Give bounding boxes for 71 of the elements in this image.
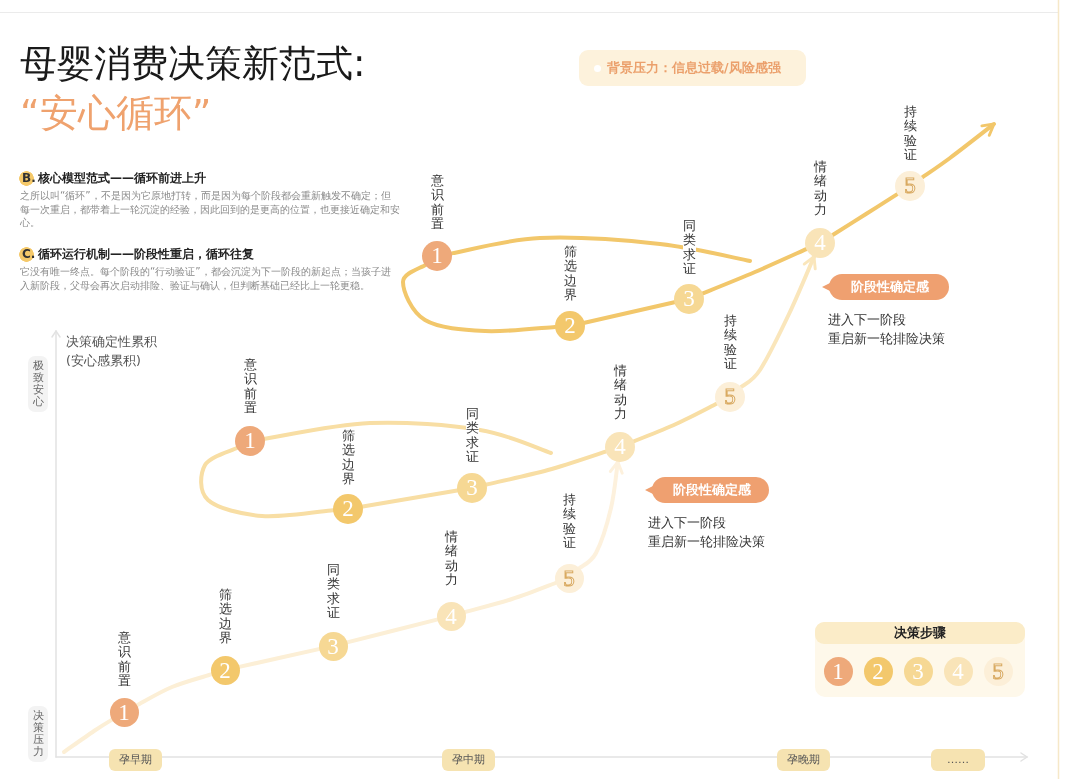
step-marker: 1 xyxy=(422,241,452,271)
step-marker: 3 xyxy=(674,284,704,314)
step-marker: 3 xyxy=(457,473,487,503)
spiral-line xyxy=(484,449,608,487)
step-marker: 4 xyxy=(605,432,635,462)
step-marker: 3 xyxy=(318,631,348,661)
legend-title: 决策步骤 xyxy=(815,622,1025,644)
step-label: 持续验证 xyxy=(903,105,917,163)
callout-note: 进入下一阶段 xyxy=(648,515,726,531)
step-label: 持续验证 xyxy=(723,314,737,372)
step-label: 意识前置 xyxy=(117,631,131,689)
section-letter: C. xyxy=(19,247,36,262)
step-label: 情绪动力 xyxy=(444,530,458,588)
subtitle: “安心循环” xyxy=(20,90,212,137)
step-label: 同类求证 xyxy=(326,563,340,621)
spiral-line xyxy=(345,617,439,645)
section-paragraph: 它没有唯一终点。每个阶段的“行动验证”，都会沉淀为下一阶段的新起点；当孩子进入新阶段，父母会再次启动排险、验证与确认，但判断基础已经比上一轮更稳。 xyxy=(20,265,392,292)
step-marker: 4 xyxy=(805,228,835,258)
legend-step-marker: 4 xyxy=(943,656,973,686)
step-marker: 1 xyxy=(109,697,139,727)
legend-step-marker: 5 xyxy=(983,656,1013,686)
spiral-arrow xyxy=(739,254,817,389)
axis-tag: 极致安心 xyxy=(28,356,48,413)
timeline-tag: 孕晚期 xyxy=(777,749,830,771)
step-marker: 5 xyxy=(715,382,745,412)
axis-title: 决策确定性累积(安心感累积) xyxy=(66,333,158,370)
step-marker: 5 xyxy=(895,171,925,201)
note-tag xyxy=(579,50,806,86)
step-label: 持续验证 xyxy=(562,493,576,551)
step-marker: 2 xyxy=(555,311,585,341)
step-label: 同类求证 xyxy=(465,407,479,465)
step-label: 情绪动力 xyxy=(813,160,827,218)
spiral-line xyxy=(401,263,557,334)
step-label: 情绪动力 xyxy=(613,364,627,422)
spiral-arrow xyxy=(920,122,996,180)
step-marker: 4 xyxy=(436,601,466,631)
step-label: 筛选边界 xyxy=(218,588,232,646)
spiral-line xyxy=(582,300,677,325)
step-marker: 2 xyxy=(210,655,240,685)
legend-step-marker: 1 xyxy=(823,656,853,686)
section-paragraph: 之所以叫“循环”，不是因为它原地打转，而是因为每个阶段都会重新触发不确定；但每一次重启，都带着上一轮沉淀的经验，因此回到的是更高的位置，也更接近确定和安心。 xyxy=(20,189,400,230)
spiral-line xyxy=(199,446,335,519)
spiral-line xyxy=(830,192,900,237)
step-label: 同类求证 xyxy=(682,219,696,277)
spiral-line xyxy=(631,401,719,444)
section-heading: 循环运行机制——阶段性重启，循环往复 xyxy=(38,247,254,262)
spiral-arrow xyxy=(577,459,624,571)
callout-note: 重启新一轮排险决策 xyxy=(828,331,945,347)
spiral-line xyxy=(463,581,558,615)
step-marker: 1 xyxy=(235,426,265,456)
timeline-tag: 孕早期 xyxy=(109,749,162,771)
step-marker: 5 xyxy=(554,563,584,593)
step-label: 意识前置 xyxy=(430,174,444,232)
spiral-line xyxy=(700,247,809,296)
spiral-line xyxy=(62,717,114,754)
legend-step-marker: 2 xyxy=(863,656,893,686)
callout-note: 进入下一阶段 xyxy=(828,312,906,328)
timeline-tag: …… xyxy=(931,749,985,771)
title: 母婴消费决策新范式: xyxy=(20,41,366,87)
step-label: 筛选边界 xyxy=(341,429,355,487)
legend-step-marker: 3 xyxy=(903,656,933,686)
step-label: 意识前置 xyxy=(243,358,257,416)
note-text: 背景压力：信息过载/风险感强 xyxy=(607,60,781,76)
section-heading: 核心模型范式——循环前进上升 xyxy=(38,171,206,186)
spiral-line xyxy=(237,647,321,669)
spiral-line xyxy=(134,672,214,708)
step-label: 筛选边界 xyxy=(563,245,577,303)
timeline-tag: 孕中期 xyxy=(442,749,495,771)
axis-tag: 决策压力 xyxy=(28,706,48,763)
callout-note: 重启新一轮排险决策 xyxy=(648,534,765,550)
step-marker: 2 xyxy=(333,494,363,524)
